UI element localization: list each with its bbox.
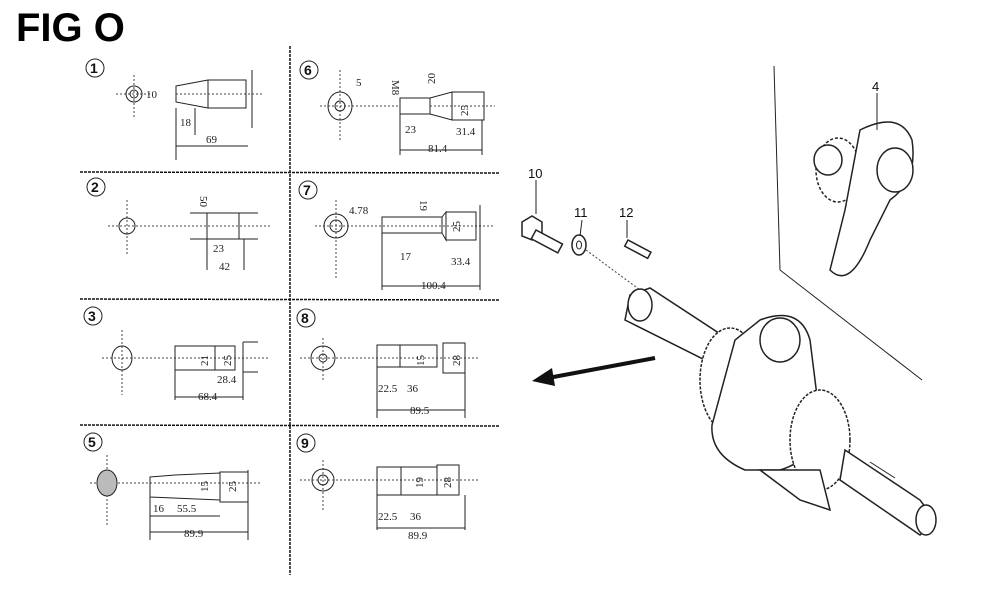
washer-part	[571, 234, 587, 256]
dim-label: 25	[222, 355, 234, 367]
grid-lines	[79, 46, 501, 575]
panel-2-drawing	[108, 200, 270, 270]
panel-number-3: 3	[88, 308, 96, 324]
dim-label: M8	[389, 80, 401, 96]
dim-label: 69	[206, 134, 218, 146]
dim-label: 22.5	[378, 383, 398, 395]
dim-label: 50	[197, 196, 209, 208]
dim-label: 4.78	[349, 205, 369, 217]
panel-5-drawing	[90, 455, 262, 540]
panel-9-drawing	[300, 460, 480, 530]
dim-label: 68.4	[198, 391, 218, 403]
dim-label: 15	[415, 355, 427, 367]
bolt-part	[521, 215, 564, 254]
panel-number-8: 8	[301, 310, 309, 326]
panel-1-drawing	[116, 70, 262, 160]
panel-number-7: 7	[303, 182, 311, 198]
dim-label: 25	[227, 481, 239, 493]
dim-label: 16	[153, 503, 165, 515]
panel-8-drawing	[300, 338, 480, 418]
dim-label: 36	[407, 383, 419, 395]
dim-label: 19	[414, 477, 426, 489]
dim-label: 25	[451, 221, 463, 233]
panel-3-drawing	[102, 330, 270, 400]
dim-label: 15	[199, 481, 211, 493]
dim-label: 17	[400, 251, 412, 263]
dim-label: 28	[451, 355, 463, 367]
panel-6-drawing	[320, 70, 495, 155]
dim-label: 31.4	[456, 126, 476, 138]
panel-number-1: 1	[90, 60, 98, 76]
dim-label: 89.9	[408, 530, 428, 542]
dim-label: 5	[356, 77, 362, 89]
panel-numbers: 1 6 2 7 3 8 5 9	[83, 58, 319, 453]
crankshaft-part	[624, 287, 937, 536]
dim-label: 89.5	[410, 405, 430, 417]
dim-label: 42	[219, 261, 230, 273]
dim-label: 10	[146, 89, 158, 101]
dim-label: 33.4	[451, 256, 471, 268]
panel-number-9: 9	[301, 435, 309, 451]
dim-label: 89.9	[184, 528, 204, 540]
inset-frame	[773, 65, 923, 381]
dim-label: 18	[180, 117, 192, 129]
dim-label: 25	[459, 105, 471, 117]
dim-label: 19	[417, 200, 429, 212]
key-part	[623, 238, 652, 260]
dim-label: 21	[199, 355, 211, 366]
gear-assembly-inset	[813, 121, 914, 277]
dim-label: 36	[410, 511, 422, 523]
figure-title: FIG O	[16, 6, 125, 50]
callout-11: 11	[574, 205, 588, 220]
direction-arrow	[532, 356, 656, 386]
dim-label: 28	[442, 477, 454, 489]
panel-7-drawing	[315, 200, 495, 290]
dim-label: 20	[426, 73, 438, 85]
dim-label: 23	[405, 124, 417, 136]
dim-label: 28.4	[217, 374, 237, 386]
assembly-line	[585, 249, 641, 291]
panel-number-2: 2	[91, 179, 99, 195]
callout-12: 12	[619, 205, 633, 220]
panel-number-6: 6	[304, 62, 312, 78]
dim-label: 22.5	[378, 511, 398, 523]
dim-label: 55.5	[177, 503, 197, 515]
dim-label: 100.4	[421, 280, 446, 292]
dim-label: 81.4	[428, 143, 448, 155]
callout-10: 10	[528, 166, 542, 181]
callouts: 10 11 12 4	[528, 79, 879, 238]
dim-label: 23	[213, 243, 225, 255]
callout-4: 4	[872, 79, 879, 94]
panel-number-5: 5	[88, 434, 96, 450]
